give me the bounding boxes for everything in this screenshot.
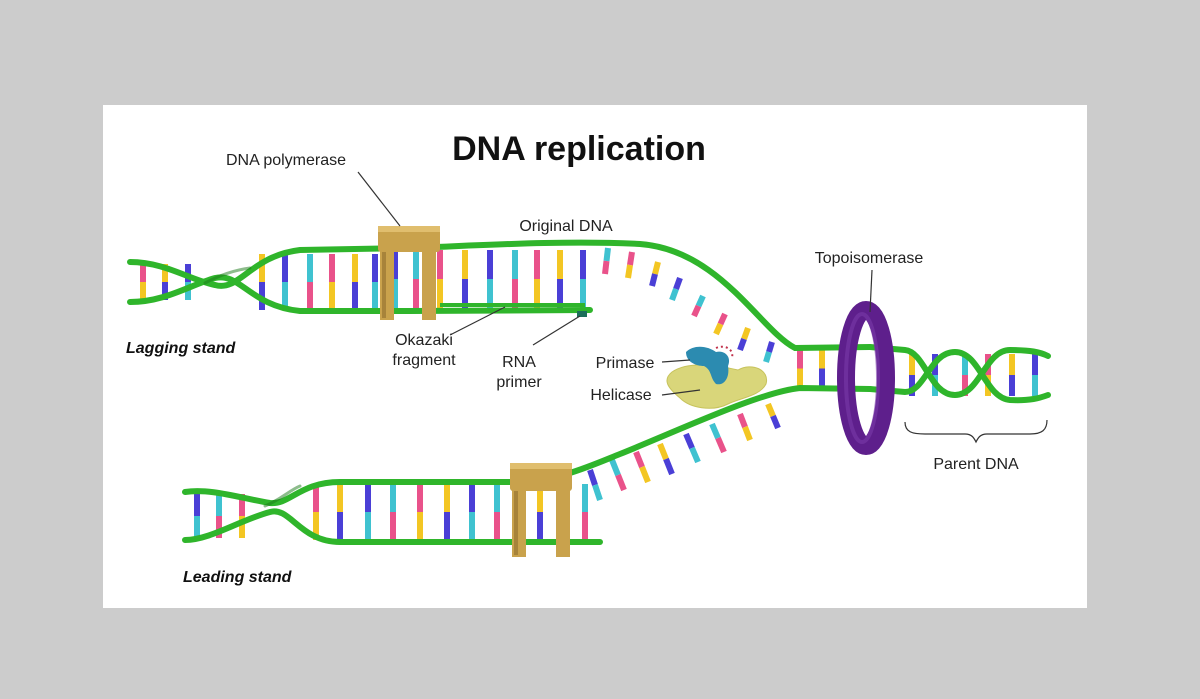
base-pair-segment xyxy=(673,276,683,291)
base-pair-segment xyxy=(587,469,598,486)
base-pair-segment xyxy=(603,247,611,262)
base-pair-segment xyxy=(683,432,695,450)
polymerase-leader xyxy=(357,171,401,227)
base-pair-segment xyxy=(715,436,727,454)
base-pair-segment xyxy=(709,422,721,440)
parent-lower-backbone xyxy=(867,348,1051,404)
base-pair-segment xyxy=(766,341,775,353)
base-pair-segment xyxy=(592,484,603,501)
label-rna-1: RNA xyxy=(502,354,536,371)
leading-twist-shade xyxy=(263,484,302,508)
base-pair-segment xyxy=(765,402,776,418)
rna-primer-leader xyxy=(532,315,581,346)
base-pair-segment xyxy=(717,312,728,326)
base-pair-segment xyxy=(652,261,661,275)
label-helicase: Helicase xyxy=(590,387,651,404)
base-pair-segment xyxy=(713,322,724,336)
base-pair-segment xyxy=(742,425,753,442)
base-pair-segment xyxy=(737,412,748,429)
base-pair-segment xyxy=(649,273,658,287)
label-dna-polymerase: DNA polymerase xyxy=(226,152,346,169)
base-pair-segment xyxy=(689,446,701,464)
parent-upper-backbone xyxy=(867,344,1051,399)
parent-dna-bracket xyxy=(904,419,1048,444)
leader-lines xyxy=(357,171,873,396)
label-okazaki-2: fragment xyxy=(392,352,456,369)
base-pair-segment xyxy=(633,450,645,469)
base-pair-segment xyxy=(741,326,751,341)
base-pair-segment xyxy=(770,414,781,430)
base-pair-segment xyxy=(639,465,651,484)
base-pair-segment xyxy=(602,260,610,275)
base-pair-segment xyxy=(691,304,702,318)
helicase-leader xyxy=(661,389,701,396)
panel xyxy=(103,105,1087,608)
base-pair-segment xyxy=(669,287,679,302)
base-pair-segment xyxy=(763,351,772,363)
base-pair-segment xyxy=(695,294,706,308)
label-parent-dna: Parent DNA xyxy=(933,456,1019,473)
primase-shape xyxy=(686,346,730,385)
primase-dotted-arc xyxy=(715,345,734,359)
label-original-dna: Original DNA xyxy=(519,218,613,235)
diagram-title: DNA replication xyxy=(452,130,706,168)
label-rna-2: primer xyxy=(496,374,542,391)
topoisomerase-ring-highlight xyxy=(844,312,880,444)
topoisomerase-leader xyxy=(869,269,873,313)
base-pair-segment xyxy=(737,337,747,352)
label-topoisomerase: Topoisomerase xyxy=(815,250,924,267)
lagging-upper-backbone xyxy=(127,239,873,352)
primase-leader xyxy=(661,359,691,363)
base-pair-segment xyxy=(625,264,633,279)
leading-lower-backbone xyxy=(182,508,603,545)
base-pair-segment xyxy=(627,251,635,266)
label-okazaki-1: Okazaki xyxy=(395,332,453,349)
okazaki-leader xyxy=(449,306,506,336)
base-pair-segment xyxy=(609,458,621,477)
label-leading-stand: Leading stand xyxy=(183,569,293,586)
base-pair-segment xyxy=(663,457,675,476)
rna-primer-mark xyxy=(577,311,587,317)
base-pair-segment xyxy=(615,473,627,492)
dna-polymerase-bottom xyxy=(510,463,572,557)
label-lagging-stand: Lagging stand xyxy=(126,340,237,357)
label-primase: Primase xyxy=(596,355,655,372)
dna-polymerase-top xyxy=(378,226,440,320)
base-pair-segment xyxy=(657,442,669,461)
lagging-twist-shade xyxy=(203,266,252,285)
